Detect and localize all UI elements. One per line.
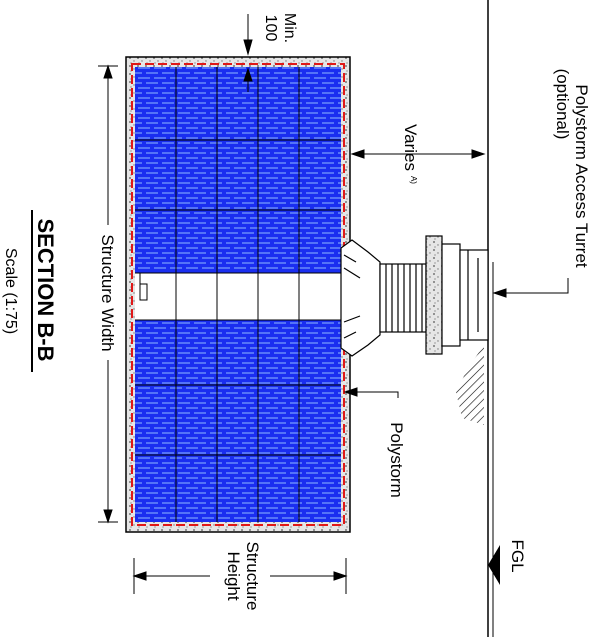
section-title: SECTION B-B xyxy=(33,219,58,362)
structure-height-label-line2: Height xyxy=(224,551,243,600)
min-label-line1: Min. xyxy=(281,13,298,43)
fgl-label: FGL xyxy=(508,539,527,572)
varies-text: Varies xyxy=(401,124,420,171)
module-grid-lines xyxy=(135,67,341,522)
access-turret xyxy=(340,235,489,357)
varies-note: A) xyxy=(409,176,418,184)
structure-width-dimension xyxy=(98,64,118,524)
varies-label: VariesA) xyxy=(401,124,420,184)
section-scale: Scale (1:75) xyxy=(2,248,19,334)
earth-hatch xyxy=(456,345,484,425)
structure-height-label-line1: Structure xyxy=(243,542,262,611)
structure-width-label: Structure Width xyxy=(98,234,117,351)
turret-label-line2: (optional) xyxy=(553,69,572,140)
ground-surface xyxy=(487,0,494,637)
varies-dimension xyxy=(350,149,486,159)
min-cover-dimension xyxy=(243,14,253,92)
structure-height-dimension xyxy=(132,558,348,594)
min-label-line2: 100 xyxy=(262,15,279,42)
access-shaft-void xyxy=(135,273,341,320)
leader-lines xyxy=(343,278,569,398)
fgl-marker xyxy=(488,545,500,585)
turret-label-line1: Polystorm Access Turret xyxy=(572,84,591,268)
polystorm-label: Polystorm xyxy=(387,422,406,498)
